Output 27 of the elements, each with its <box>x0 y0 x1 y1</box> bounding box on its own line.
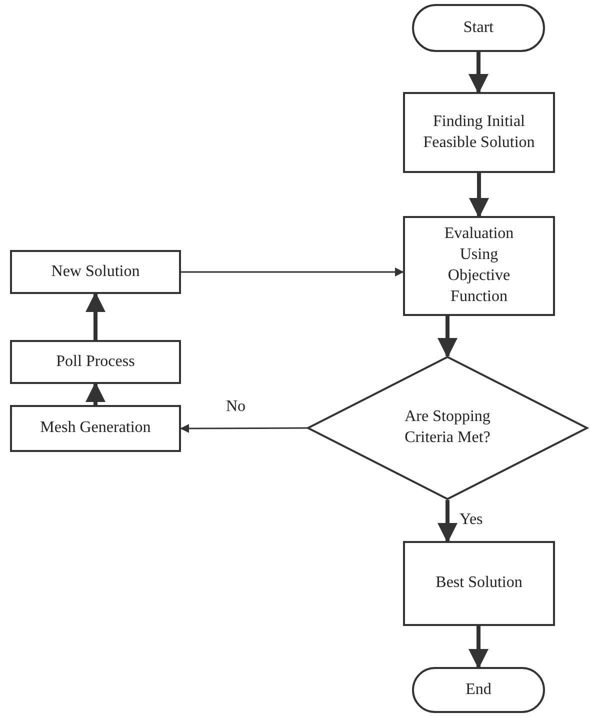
process-box <box>403 92 555 173</box>
node-text: Poll Process <box>56 352 135 372</box>
process-box <box>10 250 181 294</box>
node-text: Are Stopping Criteria Met? <box>404 407 492 448</box>
arrow <box>86 382 106 405</box>
arrow <box>180 424 307 433</box>
process-box <box>403 216 555 316</box>
node-text: Finding Initial Feasible Solution <box>422 112 536 152</box>
arrow <box>181 268 404 276</box>
node-text: Start <box>463 18 494 38</box>
arrow <box>469 173 489 218</box>
arrow <box>438 500 458 543</box>
arrow <box>86 292 106 340</box>
node-text: Mesh Generation <box>40 418 151 438</box>
terminal-shape <box>412 667 545 713</box>
node-text: Evaluation Using Objective Function <box>443 224 515 307</box>
process-box <box>10 340 181 384</box>
terminal-shape <box>412 4 545 52</box>
node-text: End <box>466 680 492 700</box>
decision-diamond <box>307 356 588 500</box>
process-box <box>10 405 181 452</box>
arrow <box>468 52 488 94</box>
process-box <box>403 541 555 626</box>
node-text: New Solution <box>51 262 140 282</box>
arrow <box>468 626 488 669</box>
node-text: Best Solution <box>436 573 522 594</box>
arrow <box>438 316 458 358</box>
